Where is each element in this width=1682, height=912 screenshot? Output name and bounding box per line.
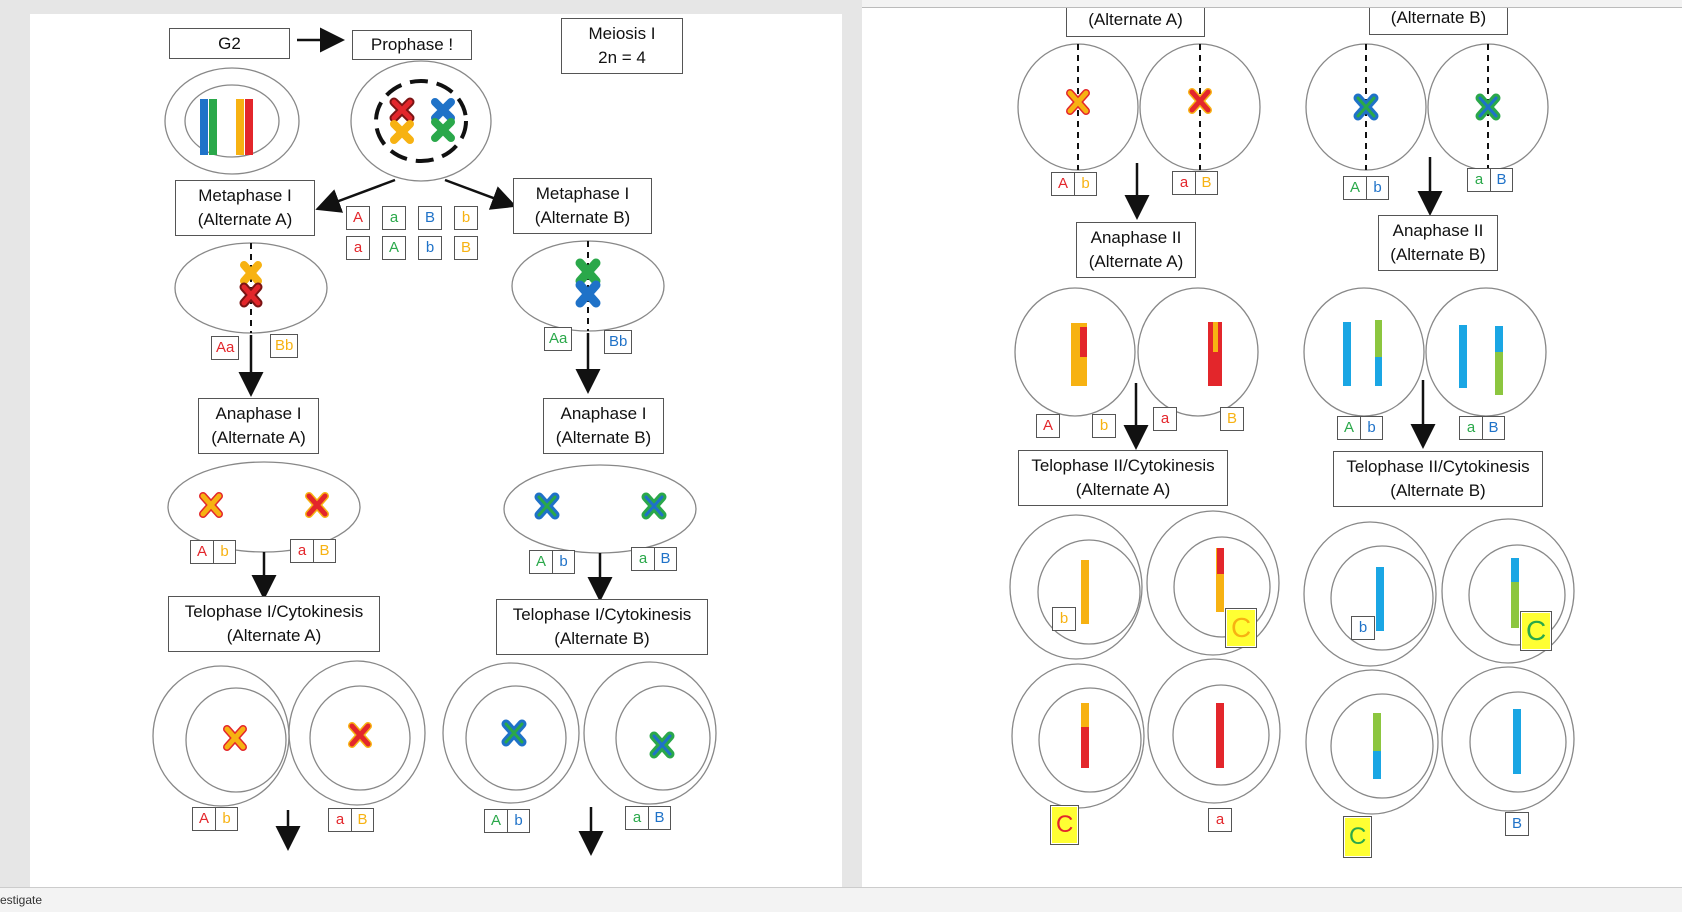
tag-telo2-3: b — [1351, 616, 1375, 640]
arrow-to-meta-b — [444, 178, 517, 210]
nucleus-prophase — [374, 79, 468, 163]
cell-telo1-b2 — [583, 661, 717, 805]
label-prophase: Prophase ! — [352, 30, 472, 60]
label-ana2-a: Anaphase II(Alternate A) — [1076, 222, 1196, 278]
tag-meta-b-right: Bb — [604, 330, 633, 354]
label-ana2-b: Anaphase II(Alternate B) — [1378, 215, 1498, 271]
cell-telo1-a2 — [288, 660, 426, 806]
label-telo1-b: Telophase I/Cytokinesis(Alternate B) — [496, 599, 708, 655]
tag-telo2-4-big-c: C — [1520, 611, 1553, 651]
cell-ana2-b1 — [1303, 287, 1425, 417]
label-meiosis: Meiosis I 2n = 4 — [561, 18, 683, 74]
cell-prophase — [350, 60, 492, 182]
cell-ana2-a2 — [1137, 287, 1259, 417]
tag-meta-a-left: Aa — [211, 336, 240, 360]
page-left — [30, 14, 842, 887]
cell-ana1-b — [503, 464, 697, 554]
cell-g2 — [164, 67, 300, 175]
tag-ana2-a1: A — [1036, 414, 1060, 438]
cell-ana2-a1 — [1014, 287, 1136, 417]
tag-telo2-6: a — [1208, 808, 1232, 832]
tag-meta-a-right: Bb — [270, 334, 299, 358]
tag-telo2-5-c: C — [1050, 805, 1080, 845]
label-meta-a: Metaphase I(Alternate A) — [175, 180, 315, 236]
label-telo1-a: Telophase I/Cytokinesis(Alternate A) — [168, 596, 380, 652]
label-alt-b-top: (Alternate B) — [1369, 8, 1508, 35]
page-right — [862, 8, 1682, 887]
label-telo2-a: Telophase II/Cytokinesis(Alternate A) — [1018, 450, 1228, 506]
tag-ana2-a3: a — [1153, 407, 1177, 431]
label-ana1-b: Anaphase I(Alternate B) — [543, 398, 664, 454]
label-meta-b: Metaphase I(Alternate B) — [513, 178, 652, 234]
allele-grid: A a B b a A b B — [346, 206, 486, 266]
tag-meta-b-left: Aa — [544, 327, 573, 351]
tag-telo2-1: b — [1052, 607, 1076, 631]
label-g2: G2 — [169, 28, 290, 59]
tag-ana2-a2: b — [1092, 414, 1116, 438]
tag-telo2-8: B — [1505, 812, 1529, 836]
cell-telo1-a1 — [152, 665, 290, 807]
label-ana1-a: Anaphase I(Alternate A) — [198, 398, 319, 454]
x-red-prophase — [389, 97, 415, 123]
cell-g2-inner — [184, 84, 280, 158]
x-blue-prophase — [431, 98, 455, 122]
meiosis-ploidy: 2n = 4 — [598, 48, 646, 67]
meiosis-title: Meiosis I — [588, 24, 656, 43]
cell-ana2-b2 — [1425, 287, 1547, 417]
label-telo2-b: Telophase II/Cytokinesis(Alternate B) — [1333, 451, 1543, 507]
cell-telo1-b1 — [442, 662, 580, 804]
arrow-to-meta-a — [315, 178, 396, 213]
tag-telo2-7-c: C — [1343, 816, 1373, 858]
label-alt-a-top: (Alternate A) — [1066, 8, 1205, 37]
tag-ana2-a4: B — [1220, 407, 1244, 431]
status-text: estigate — [0, 893, 43, 907]
x-green-prophase — [431, 118, 455, 142]
chromosomes-g2 — [200, 99, 253, 155]
ruler — [862, 0, 1682, 8]
status-bar: estigate — [0, 887, 1682, 912]
x-orange-prophase — [390, 120, 414, 144]
tag-telo2-2-big-c: C — [1225, 608, 1258, 648]
